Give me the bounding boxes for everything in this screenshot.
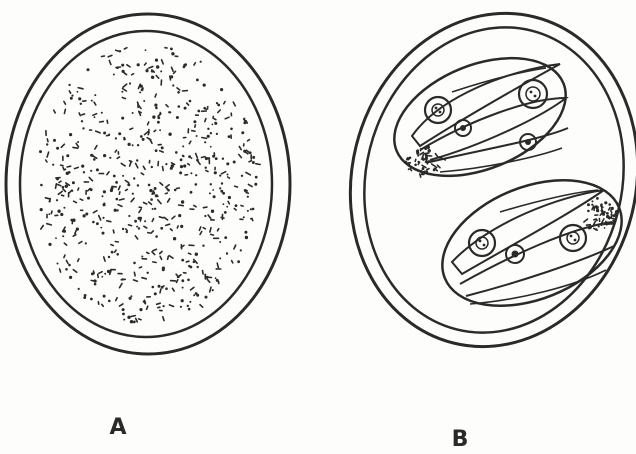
nucleus xyxy=(560,225,586,251)
oocyst-b-inner-wall xyxy=(333,0,636,360)
nucleus xyxy=(455,120,471,136)
oocyst-a xyxy=(6,14,290,354)
sporocyst-lower xyxy=(424,156,636,330)
oocyst-a-outer-wall xyxy=(6,14,290,354)
panel-label-a: A xyxy=(109,415,126,440)
nucleus xyxy=(519,80,547,108)
nucleus xyxy=(506,245,524,263)
oocyst-b xyxy=(316,0,636,377)
sporocyst-upper xyxy=(377,35,583,199)
granular-contents xyxy=(39,48,260,324)
panel-label-b: B xyxy=(452,427,469,452)
